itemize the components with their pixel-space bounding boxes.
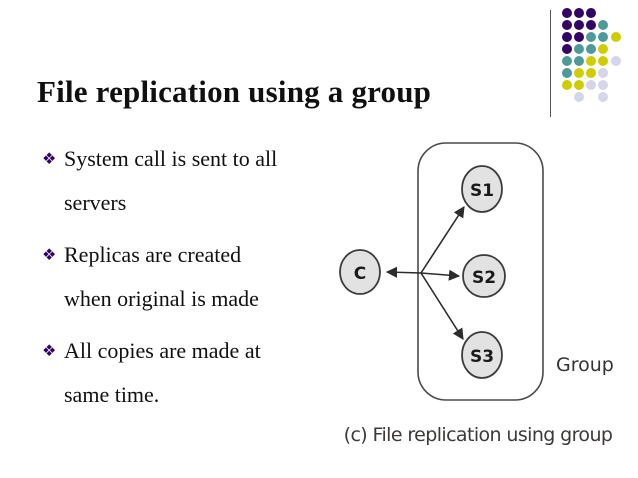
bullet-item: ❖ All copies are made at same time.	[42, 329, 322, 417]
server1-node	[461, 165, 503, 213]
server3-node	[461, 331, 503, 379]
decor-dot-teal	[562, 68, 572, 78]
bullet-list: ❖ System call is sent to all servers ❖ R…	[42, 137, 322, 425]
figure-caption: (c) File replication using group	[343, 424, 613, 446]
bullet-line: System call is sent to all	[64, 146, 278, 171]
bullet-line: servers	[64, 190, 127, 215]
decor-dot-yellow	[598, 44, 608, 54]
group-boundary	[417, 142, 544, 401]
decor-dot-purple	[574, 8, 584, 18]
decor-dot-yellow	[562, 80, 572, 90]
decor-dot-purple	[562, 8, 572, 18]
decor-dot-lavender	[586, 80, 596, 90]
slide-title: File replication using a group	[37, 73, 432, 109]
bullet-item: ❖ Replicas are created when original is …	[42, 233, 322, 321]
decor-dot-purple	[586, 20, 596, 30]
decor-dot-purple	[562, 32, 572, 42]
bullet-line: when original is made	[64, 286, 259, 311]
group-label: Group	[556, 354, 614, 376]
decor-dot-lavender	[611, 56, 621, 66]
decor-dot-purple	[586, 8, 596, 18]
server3-node-label: S3	[470, 347, 494, 367]
decor-dot-teal	[562, 56, 572, 66]
replication-diagram: C S1 S2 S3 Group	[339, 142, 614, 401]
diamond-bullet-icon: ❖	[42, 341, 57, 360]
diamond-bullet-icon: ❖	[42, 149, 57, 168]
decor-dot-yellow	[586, 56, 596, 66]
client-node-label: C	[354, 264, 366, 284]
decor-dot-yellow	[574, 68, 584, 78]
arrow-to-s3	[420, 272, 464, 340]
decor-dot-lavender	[598, 80, 608, 90]
decor-dot-teal	[586, 32, 596, 42]
decor-dot-grid	[0, 0, 638, 120]
bullet-line: All copies are made at	[64, 338, 261, 363]
server1-node-label: S1	[470, 181, 494, 201]
bullet-item: ❖ System call is sent to all servers	[42, 137, 322, 225]
decor-dot-teal	[598, 32, 608, 42]
decor-dot-lavender	[574, 92, 584, 102]
decor-dot-teal	[574, 56, 584, 66]
server2-node-label: S2	[472, 268, 496, 288]
decor-dot-yellow	[574, 80, 584, 90]
arrow-to-client	[385, 266, 422, 278]
decor-dot-purple	[574, 20, 584, 30]
decor-dot-purple	[562, 44, 572, 54]
diamond-bullet-icon: ❖	[42, 245, 57, 264]
bullet-line: same time.	[64, 382, 160, 407]
decor-dot-lavender	[598, 92, 608, 102]
arrow-to-s2	[420, 269, 461, 281]
decor-vertical-line	[550, 10, 551, 117]
decor-dot-yellow	[586, 68, 596, 78]
decor-dot-purple	[562, 20, 572, 30]
decor-dot-lavender	[598, 68, 608, 78]
decor-dot-purple	[574, 32, 584, 42]
arrow-to-s1	[420, 206, 465, 274]
decor-dot-teal	[598, 20, 608, 30]
decor-dot-teal	[586, 44, 596, 54]
client-node	[339, 249, 381, 295]
decor-dot-yellow	[598, 56, 608, 66]
decor-dot-yellow	[611, 32, 621, 42]
server2-node	[462, 254, 506, 298]
bullet-line: Replicas are created	[64, 242, 242, 267]
decor-dot-teal	[574, 44, 584, 54]
